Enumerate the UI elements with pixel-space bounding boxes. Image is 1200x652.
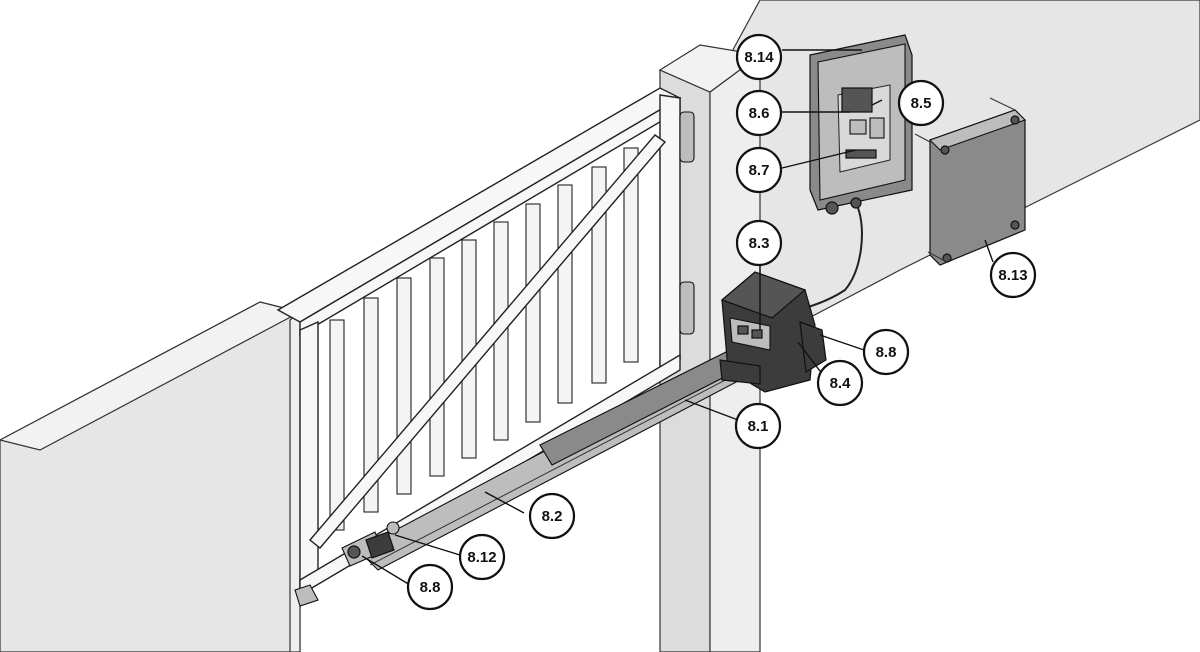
hinge-lower [679,281,695,335]
leader-lines [361,49,994,586]
callout-8-14: 8.14 [735,33,783,81]
rear-bracket [799,321,827,373]
lid-screws [914,97,1016,263]
callout-8-8-motor: 8.8 [862,328,910,376]
svg-text:8.1: 8.1 [748,418,769,435]
svg-text:8.12: 8.12 [467,549,496,566]
gate-stop [294,584,319,607]
callout-8-3: 8.3 [735,219,783,267]
callout-8-8-gate: 8.8 [406,563,454,611]
swing-gate [276,87,682,607]
callout-8-2: 8.2 [528,492,576,540]
callout-8-13: 8.13 [989,251,1037,299]
svg-text:8.8: 8.8 [420,579,441,596]
hinge-upper [679,111,695,163]
svg-text:8.4: 8.4 [830,375,852,392]
diagonal-brace [308,134,667,549]
control-box-lid [928,109,1027,266]
svg-text:8.3: 8.3 [749,235,770,252]
svg-text:8.13: 8.13 [998,267,1027,284]
motor-unit [719,271,827,393]
control-box [809,34,913,215]
svg-text:8.2: 8.2 [542,508,563,525]
svg-text:8.5: 8.5 [911,95,932,112]
callout-8-7: 8.7 [735,146,783,194]
callout-8-12: 8.12 [458,533,506,581]
svg-text:8.7: 8.7 [749,162,770,179]
svg-text:8.14: 8.14 [744,49,774,66]
lock-device [365,531,395,559]
left-wall [0,301,302,652]
callout-8-6: 8.6 [735,89,783,137]
terminal-block [845,149,877,159]
callout-8-1: 8.1 [734,402,782,450]
svg-text:8.8: 8.8 [876,344,897,361]
svg-text:8.6: 8.6 [749,105,770,122]
transformer [841,87,873,113]
power-cable [804,207,863,309]
front-bracket [341,521,400,567]
callout-8-4: 8.4 [816,359,864,407]
callout-8-5: 8.5 [897,79,945,127]
